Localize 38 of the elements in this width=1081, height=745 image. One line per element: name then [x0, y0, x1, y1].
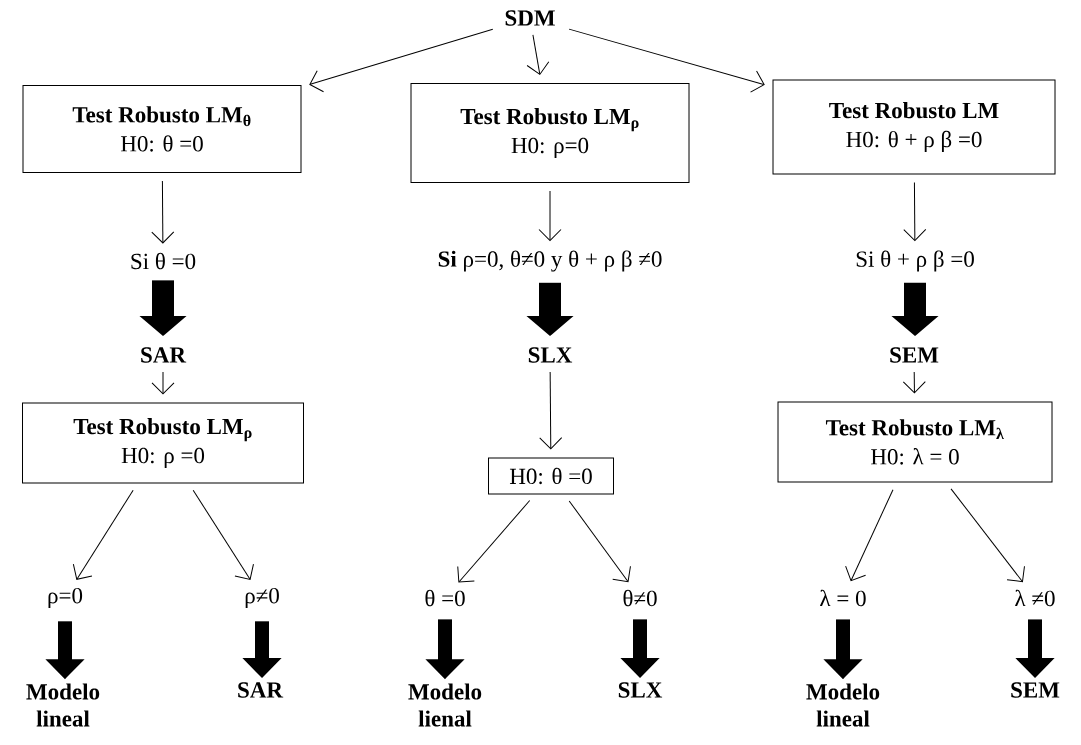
condition-text: Si ρ=0, θ≠0 y θ + ρ β ≠0: [438, 250, 662, 272]
arrow: [845, 489, 894, 582]
test-box: Test Robusto LM$_{θ}$ H0: θ =0: [22, 85, 302, 173]
condition-text: Si θ =0: [131, 252, 196, 270]
arrow: [309, 28, 494, 93]
arrow: [568, 28, 765, 93]
model-label: SAR: [141, 347, 187, 363]
arrow: [538, 190, 562, 241]
condition-text: ρ=0: [48, 587, 83, 609]
arrow: [457, 500, 531, 583]
arrow: [526, 34, 550, 75]
model-label: SAR: [238, 682, 284, 698]
arrow: [950, 488, 1025, 583]
arrow: [151, 180, 175, 244]
arrow: [568, 500, 631, 583]
arrow: [192, 489, 254, 580]
model-label: Modelo lienal: [408, 683, 482, 727]
condition-text: Si θ + ρ β =0: [856, 250, 974, 272]
arrow: [72, 489, 134, 580]
arrow: [539, 371, 563, 450]
condition-text: λ ≠0: [1015, 589, 1055, 607]
condition-text: λ = 0: [820, 589, 866, 607]
test-box: Test Robusto LM H0: θ + ρ β =0: [772, 79, 1056, 175]
model-label: SLX: [618, 682, 663, 698]
model-label: SEM: [1011, 682, 1060, 698]
condition-text: θ =0: [425, 589, 465, 607]
test-box: Test Robusto LM$_{ρ}$ H0: ρ=0: [410, 83, 690, 183]
arrow: [903, 182, 927, 242]
model-label: SEM: [890, 347, 939, 363]
model-label: Modelo lineal: [26, 683, 100, 727]
model-label: Modelo lineal: [806, 683, 880, 727]
test-box: Test Robusto LM$_{λ}$ H0: λ = 0: [777, 401, 1053, 483]
test-box: Test Robusto LM$_{ρ}$ H0: ρ =0: [22, 402, 304, 484]
test-box: H0: θ =0: [488, 457, 614, 495]
condition-text: ρ≠0: [245, 587, 279, 609]
model-label: SDM: [505, 10, 555, 26]
model-label: SLX: [528, 347, 573, 363]
condition-text: θ≠0: [623, 589, 657, 607]
